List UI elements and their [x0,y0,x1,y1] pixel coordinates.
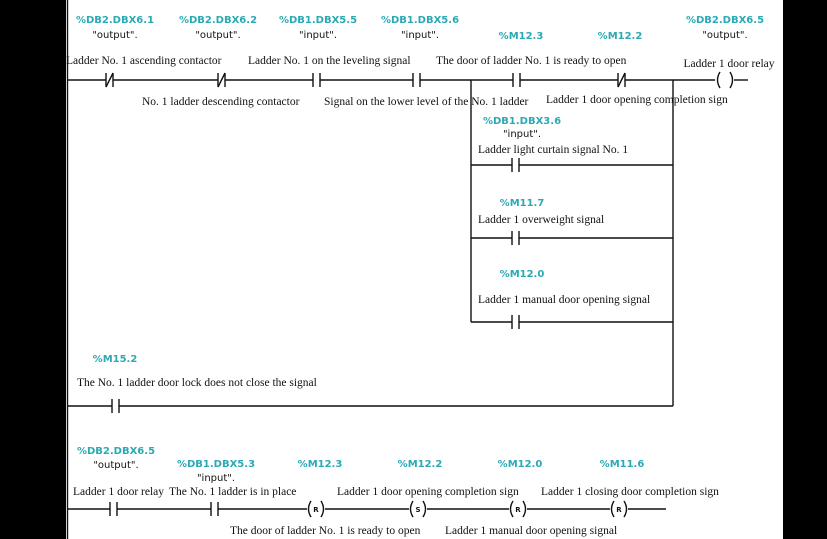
address-label: %M12.3 [297,459,343,470]
contact-label: No. 1 ladder descending contactor [142,96,300,108]
address-label: %M12.2 [397,459,443,470]
type-label: "output". [93,460,139,471]
contact-nc-db2-dbx6-2[interactable] [217,72,226,88]
coil-db2-dbx6-5[interactable] [716,71,734,89]
contact-no-db1-dbx5-6[interactable] [412,73,421,87]
contact-no-db2-dbx6-5[interactable] [109,502,118,516]
ladder-diagram: R S R R %DB2.DBX6.1 "output". Ladder No.… [66,0,783,539]
svg-text:S: S [415,506,420,514]
contact-no-db1-dbx5-3[interactable] [210,502,219,516]
coil-set-m12-2[interactable]: S [409,500,427,518]
svg-text:R: R [313,506,319,514]
coil-label: Ladder 1 door relay [683,58,775,70]
contact-label: The door of ladder No. 1 is ready to ope… [436,55,627,67]
type-label: "output". [92,30,138,41]
address-label: %M11.6 [599,459,645,470]
type-label: "input". [298,30,338,41]
coil-label: Ladder 1 door opening completion sign [337,486,519,498]
contact-no-m15-2[interactable] [111,399,120,413]
coil-label: The door of ladder No. 1 is ready to ope… [230,525,421,537]
coil-reset-m11-6[interactable]: R [610,500,628,518]
contact-label: Ladder 1 door relay [73,486,165,498]
contact-label: Signal on the lower level of the No. 1 l… [324,96,529,108]
contact-no-m12-3[interactable] [512,73,521,87]
address-label: %M12.2 [597,31,643,42]
address-label: %DB1.DBX3.6 [482,116,562,127]
address-label: %M11.7 [499,198,545,209]
address-label: %DB1.DBX5.5 [278,15,358,26]
contact-label: Ladder 1 overweight signal [478,214,605,226]
contact-no-db1-dbx5-5[interactable] [312,73,321,87]
ladder-wiring: R S R R [66,0,748,539]
type-label: "input". [400,30,440,41]
contact-label: Ladder 1 door opening completion sign [546,94,728,106]
type-label: "output". [195,30,241,41]
address-label: %M12.0 [499,269,545,280]
contact-no-db1-dbx3-6[interactable] [511,158,520,172]
coil-reset-m12-0[interactable]: R [509,500,527,518]
address-label: %M12.3 [498,31,544,42]
svg-text:R: R [616,506,622,514]
contact-label: The No. 1 ladder is in place [169,486,297,498]
coil-label: Ladder 1 manual door opening signal [445,525,618,537]
type-label: "output". [702,30,748,41]
contact-label: Ladder No. 1 on the leveling signal [248,55,411,67]
contact-label: Ladder light curtain signal No. 1 [478,144,629,156]
coil-label: Ladder 1 closing door completion sign [541,486,719,498]
coil-reset-m12-3[interactable]: R [307,500,325,518]
address-label: %M12.0 [497,459,543,470]
contact-nc-m12-2[interactable] [617,72,626,88]
address-label: %DB2.DBX6.2 [178,15,258,26]
address-label: %DB2.DBX6.1 [75,15,155,26]
type-label: "input". [196,473,236,484]
contact-nc-db2-dbx6-1[interactable] [105,72,114,88]
contact-no-m12-0[interactable] [511,315,520,329]
contact-label: The No. 1 ladder door lock does not clos… [77,377,317,389]
contact-label: Ladder 1 manual door opening signal [478,294,651,306]
contact-no-m11-7[interactable] [511,231,520,245]
address-label: %DB2.DBX6.5 [685,15,765,26]
address-label: %DB1.DBX5.6 [380,15,460,26]
address-label: %DB1.DBX5.3 [176,459,256,470]
svg-text:R: R [515,506,521,514]
address-label: %M15.2 [92,354,138,365]
contact-label: Ladder No. 1 ascending contactor [66,55,222,67]
type-label: "input". [502,129,542,140]
address-label: %DB2.DBX6.5 [76,446,156,457]
